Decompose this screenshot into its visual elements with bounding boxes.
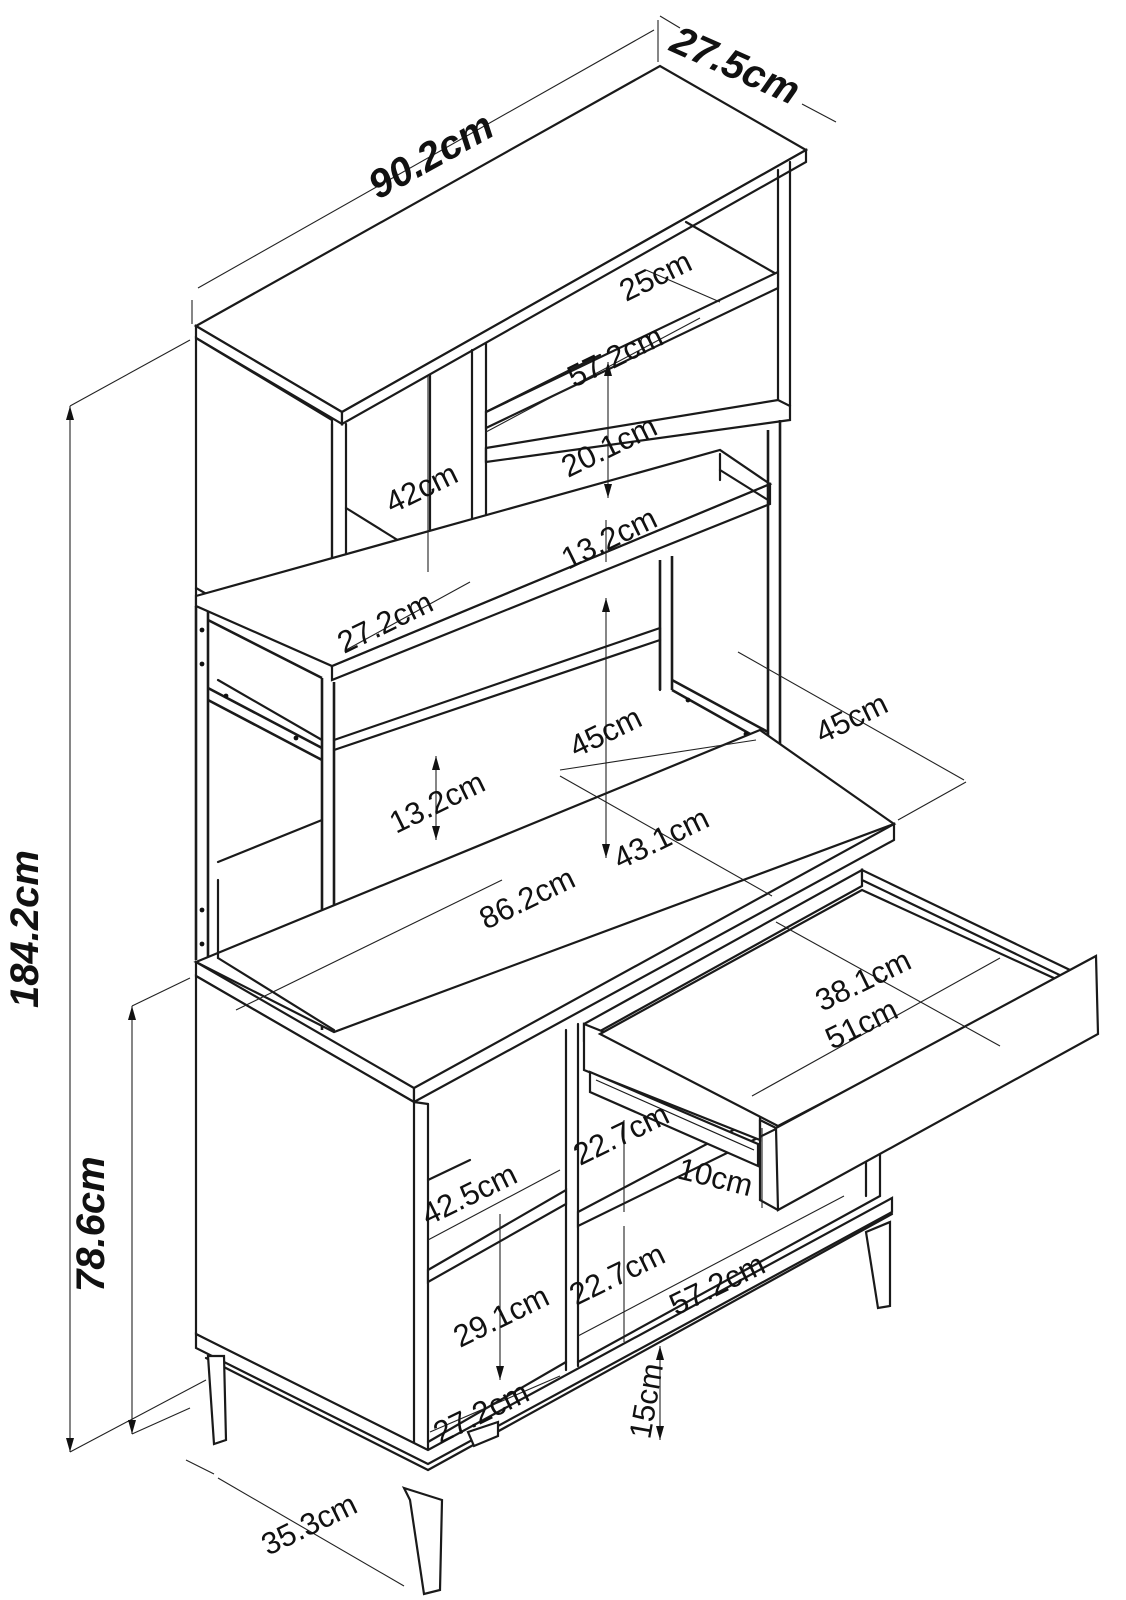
cabinet-left-shelf bbox=[426, 1188, 568, 1284]
metal-frame bbox=[194, 556, 769, 1030]
hutch-unit bbox=[193, 64, 809, 770]
hutch-bottom-board bbox=[194, 448, 773, 668]
label-cabinet-left-depth: 42.5cm bbox=[416, 1156, 523, 1232]
label-base-depth: 35.3cm bbox=[256, 1486, 363, 1562]
label-height-total: 184.2cm bbox=[3, 850, 47, 1008]
label-left-cubby-height: 29.1cm bbox=[448, 1278, 555, 1354]
legs bbox=[206, 1220, 892, 1596]
hutch-top-shelf bbox=[484, 270, 780, 430]
dimension-lines bbox=[66, 15, 1001, 1587]
desk-right-edge bbox=[412, 822, 896, 1104]
hutch-top-board-side-edge bbox=[340, 148, 808, 426]
leg-back-mid bbox=[466, 1420, 500, 1448]
label-left-compartment-height: 42cm bbox=[380, 456, 463, 521]
label-height-base: 78.6cm bbox=[69, 1156, 113, 1292]
leg-back-right bbox=[864, 1220, 892, 1310]
desk-surface bbox=[193, 728, 897, 1104]
label-desk-depth: 45cm bbox=[810, 686, 893, 751]
leg-front-right bbox=[401, 1486, 444, 1596]
drawer bbox=[582, 868, 1100, 1212]
label-cabinet-lower-height: 22.7cm bbox=[564, 1236, 671, 1312]
label-drawer-opening-height: 22.7cm bbox=[568, 1096, 675, 1172]
drawer-front-panel bbox=[774, 954, 1100, 1212]
cabinet-bottom-board bbox=[194, 1196, 894, 1466]
cabinet-left-side bbox=[194, 974, 416, 1452]
label-top-shelf-width: 57.2cm bbox=[562, 318, 669, 394]
leg-front-left bbox=[206, 1354, 228, 1446]
